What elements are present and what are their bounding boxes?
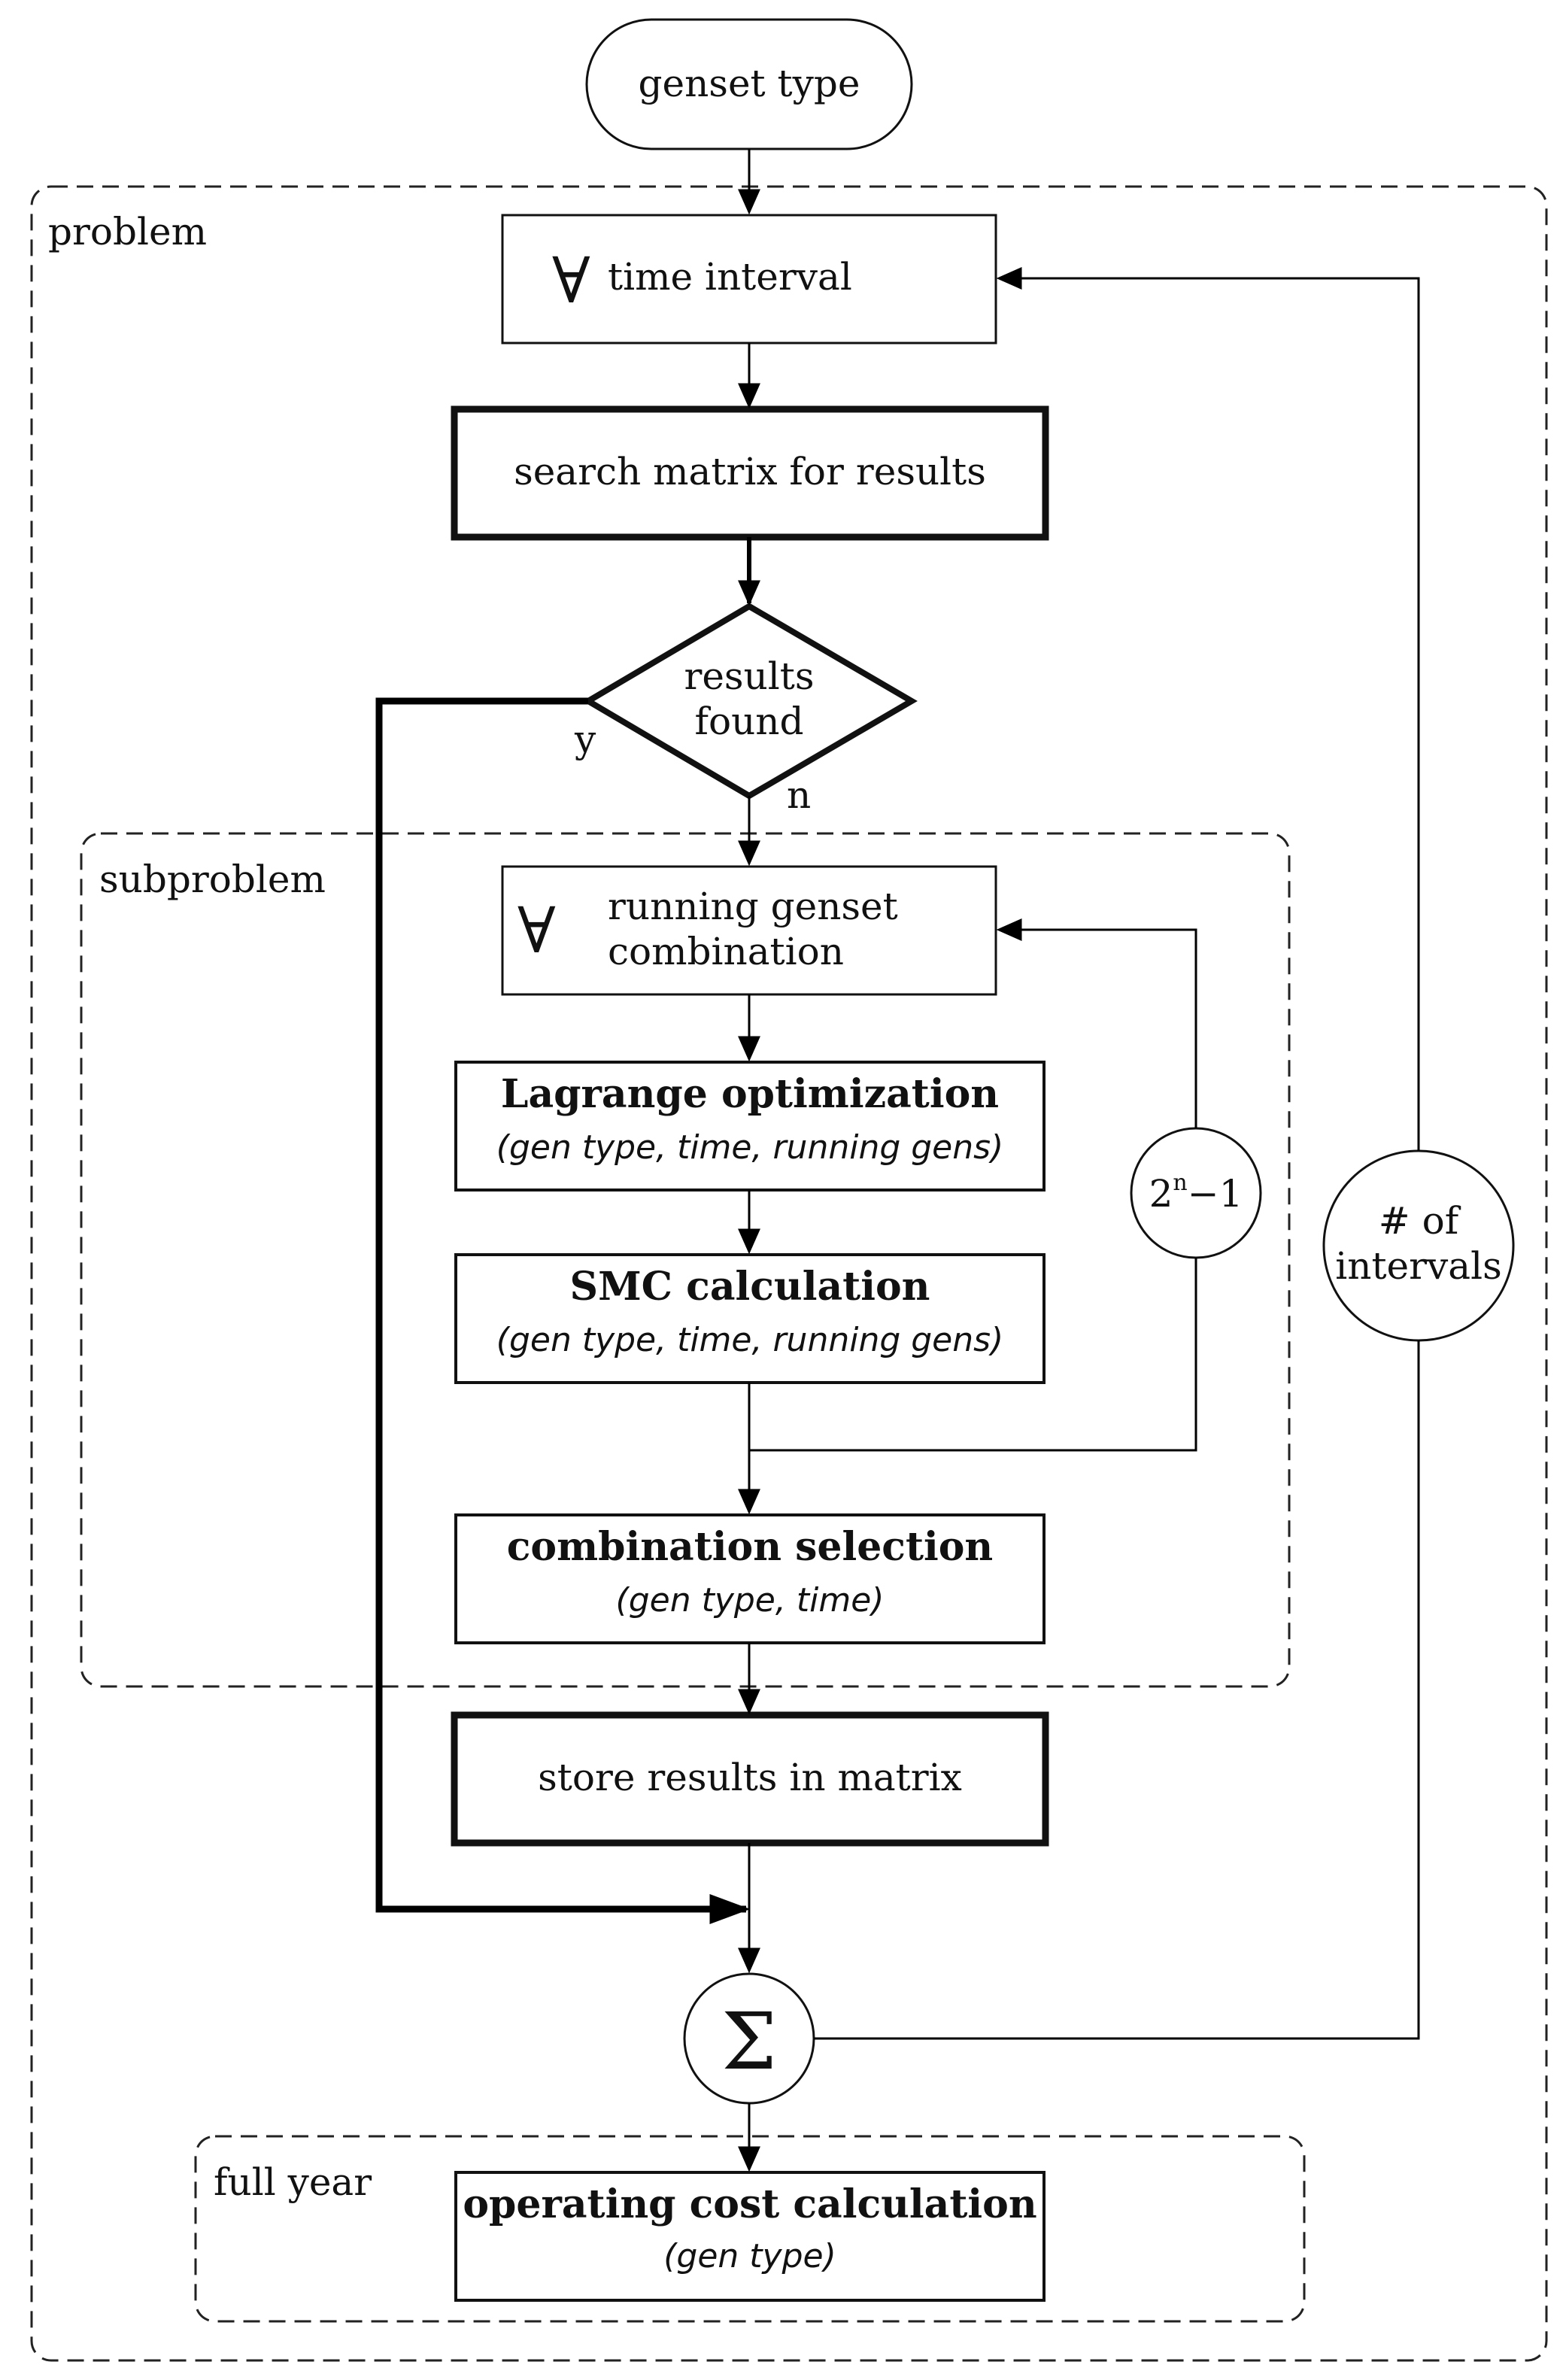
operating-cost-box — [454, 2171, 1046, 2302]
inner-loop-label: 2n−1 — [1149, 1170, 1243, 1216]
inner-loop-path-a — [749, 1258, 1197, 1452]
combination-selection-params: (gen type, time) — [616, 1581, 885, 1620]
flow-connectors — [375, 149, 1420, 2172]
inner-loop-suffix: −1 — [1188, 1172, 1243, 1216]
running-genset-box — [501, 865, 997, 996]
time-interval-box — [501, 214, 997, 345]
decision-line1: results — [684, 654, 814, 698]
start-terminal-label: genset type — [639, 62, 860, 105]
search-matrix-label: search matrix for results — [514, 450, 986, 493]
store-results-box — [451, 1711, 1049, 1847]
problem-group-frame — [30, 185, 1548, 2362]
smc-box — [454, 1253, 1046, 1384]
outer-loop-path-a — [814, 1340, 1420, 2040]
operating-cost-title: operating cost calculation — [463, 2181, 1036, 2227]
outer-loop-line1: # of — [1379, 1199, 1461, 1243]
combination-selection-box — [454, 1513, 1046, 1644]
sum-symbol: Σ — [721, 1996, 777, 2087]
running-genset-line1: running genset — [608, 885, 898, 928]
forall-symbol-2: ∀ — [517, 894, 556, 967]
time-interval-label: time interval — [608, 255, 852, 299]
outer-loop-path-b — [996, 267, 1420, 1151]
decision-yes-label: y — [574, 718, 596, 761]
running-genset-line2: combination — [608, 930, 844, 973]
decision-no-label: n — [787, 773, 811, 817]
inner-loop-path-b — [996, 918, 1197, 1128]
forall-symbol: ∀ — [552, 244, 590, 317]
store-results-label: store results in matrix — [538, 1756, 962, 1799]
yes-branch-path — [375, 697, 751, 1924]
inner-loop-exponent: n — [1173, 1170, 1187, 1196]
lagrange-title: Lagrange optimization — [501, 1071, 999, 1117]
lagrange-box — [454, 1061, 1046, 1192]
smc-params: (gen type, time, running gens) — [496, 1321, 1003, 1359]
combination-selection-title: combination selection — [507, 1524, 993, 1570]
operating-cost-params: (gen type) — [663, 2237, 836, 2275]
lagrange-params: (gen type, time, running gens) — [496, 1128, 1003, 1167]
decision-line2: found — [694, 700, 803, 743]
problem-group-label: problem — [48, 210, 207, 253]
outer-loop-line2: intervals — [1335, 1244, 1501, 1288]
smc-title: SMC calculation — [570, 1264, 930, 1310]
subproblem-group-label: subproblem — [99, 858, 326, 901]
full-year-group-label: full year — [214, 2160, 372, 2204]
inner-loop-base: 2 — [1149, 1172, 1173, 1216]
